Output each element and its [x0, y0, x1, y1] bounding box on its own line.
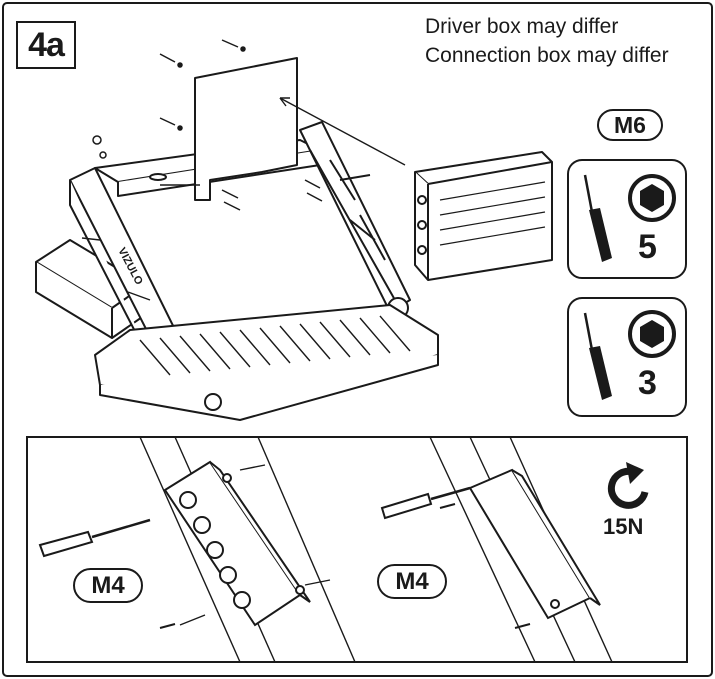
- connection-box-detail-right: [468, 468, 601, 620]
- mounting-plate: [194, 57, 298, 201]
- lamp-body: [94, 304, 439, 421]
- screwdriver-icon: [380, 486, 471, 520]
- screws-detail: [159, 503, 531, 629]
- step-label: 4a: [28, 26, 65, 64]
- note-driver-box: Driver box may differ: [425, 15, 619, 38]
- screwdriver-icon: [583, 174, 612, 262]
- note-connection-box: Connection box may differ: [425, 44, 669, 67]
- screws: [92, 39, 323, 211]
- screwdriver-icon: [38, 518, 151, 558]
- screwdriver-icon: [583, 312, 612, 400]
- hex-size-3: 3: [638, 364, 657, 402]
- rotate-clockwise-icon: [607, 462, 649, 509]
- hex-socket-icon: [628, 310, 676, 358]
- step-badge: [16, 21, 76, 69]
- right-bracket-arm: [299, 121, 411, 319]
- assembly-arrows: [81, 97, 406, 301]
- bolt-size-badge-top: M6: [597, 109, 663, 141]
- hex-size-5: 5: [638, 228, 657, 266]
- luminaire-assembly-illustration: VIZULO: [35, 39, 553, 421]
- torque-value: 15N: [603, 514, 644, 539]
- connection-box-detail-left: [163, 460, 311, 627]
- hex-socket-icon: [628, 174, 676, 222]
- detail-panel: [26, 436, 688, 663]
- detail-arrows-left: [179, 464, 331, 626]
- bolt-size-badge-right: M4: [377, 564, 447, 599]
- connection-box: [414, 151, 553, 281]
- bolt-size-badge-left: M4: [73, 568, 143, 603]
